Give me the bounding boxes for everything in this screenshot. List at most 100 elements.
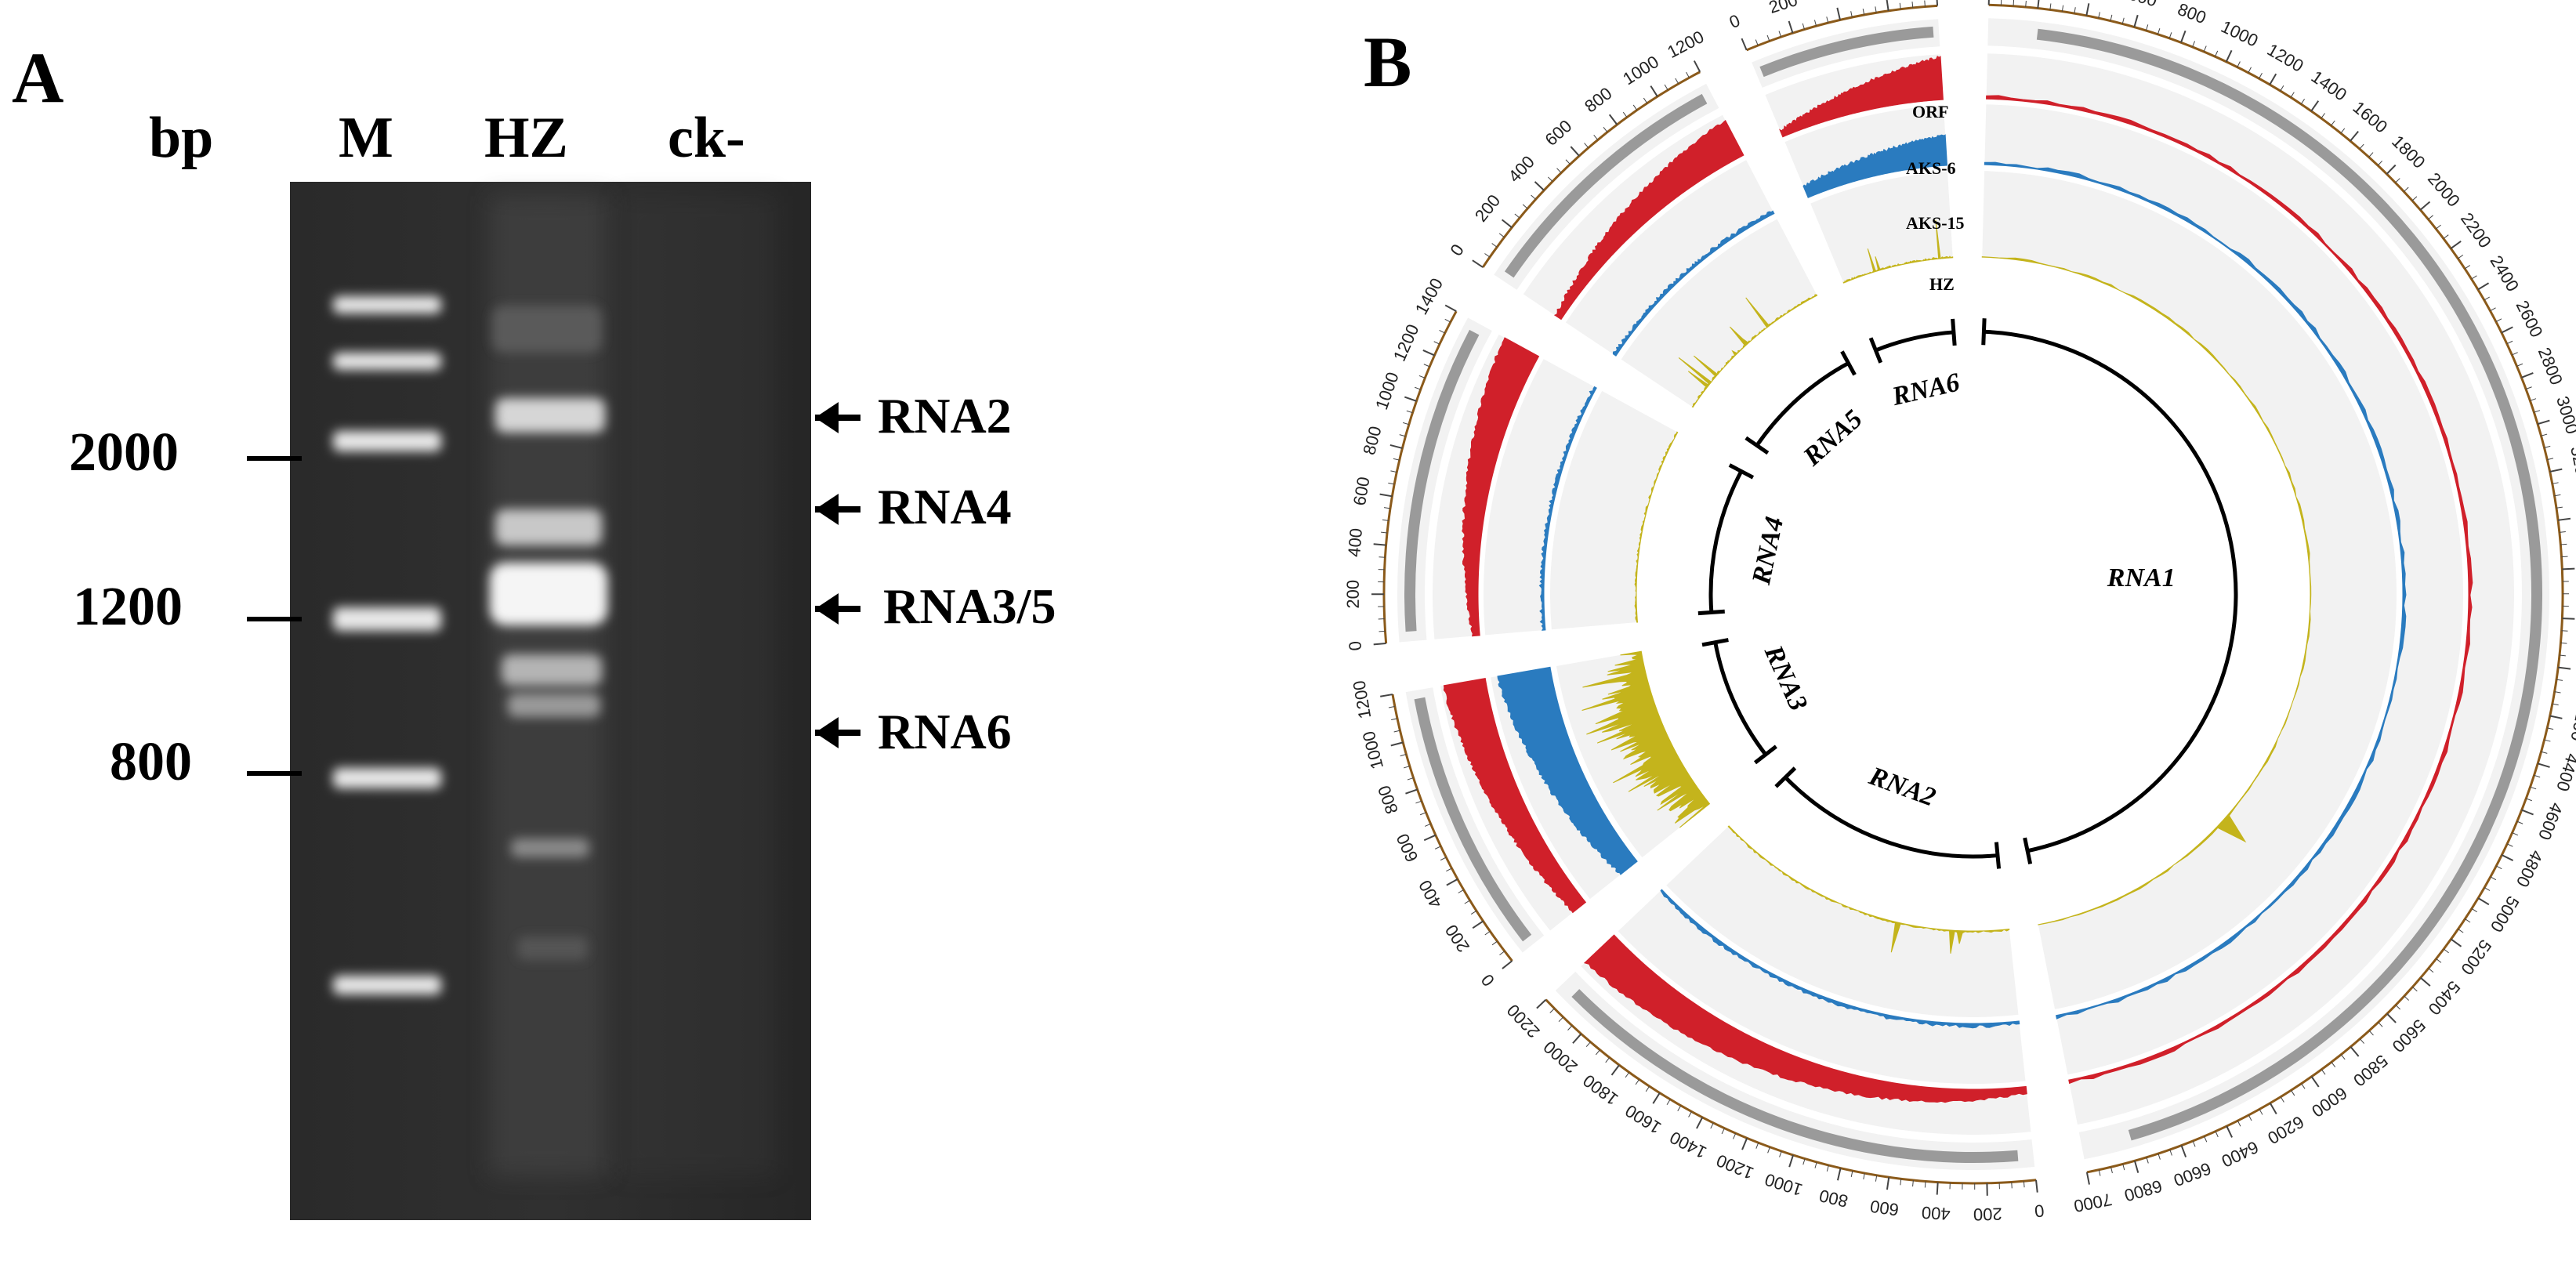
hz-band-rna3-5 — [490, 563, 607, 625]
axis-tick — [2180, 1145, 2187, 1157]
axis-tick — [1741, 1137, 1748, 1150]
axis-tick — [1643, 97, 1648, 103]
panel-b-circos: B 02004006008001000120014001600180020002… — [1343, 0, 2576, 1224]
axis-tick-label: 2400 — [2486, 252, 2523, 295]
axis-tick — [1567, 1025, 1573, 1031]
axis-tick-label: 600 — [1541, 116, 1575, 150]
axis-tick — [2340, 128, 2346, 134]
axis-tick-label: 6400 — [2219, 1137, 2262, 1172]
hz-coverage — [1634, 431, 1679, 623]
axis-tick — [1419, 812, 1426, 816]
axis-tick-label: 5400 — [2424, 977, 2464, 1019]
segment-end-bar — [1840, 350, 1857, 376]
axis-tick — [1767, 1146, 1770, 1154]
axis-tick — [2428, 215, 2433, 220]
segment-arc — [1784, 776, 1998, 859]
axis-tick — [1393, 730, 1400, 733]
axis-tick — [1499, 951, 1505, 955]
axis-tick-label: 1200 — [1664, 27, 1707, 62]
segment-end-bar — [2023, 837, 2033, 864]
track-label-orf: ORF — [1912, 102, 1948, 121]
axis-tick — [2541, 751, 2548, 754]
axis-tick-label: 800 — [1359, 424, 1385, 457]
segment-end-bar — [1994, 842, 2002, 869]
axis-tick — [2237, 61, 2241, 67]
hz-bands — [490, 306, 607, 960]
axis-tick — [2534, 774, 2541, 778]
axis-tick — [2280, 1096, 2284, 1103]
axis-tick — [2562, 618, 2575, 620]
axis-tick-label: 6800 — [2122, 1176, 2165, 1205]
axis-tick-label: 3000 — [2552, 394, 2576, 436]
marker-band — [333, 431, 441, 451]
axis-tick — [2458, 929, 2464, 933]
axis-tick — [2521, 809, 2534, 816]
axis-tick — [2121, 17, 2125, 24]
unit-label: bp — [149, 106, 213, 170]
axis-tick — [2404, 187, 2409, 192]
axis-tick — [1755, 39, 1759, 46]
axis-tick — [2525, 386, 2532, 389]
band-label-rna2: RNA2 — [878, 388, 1012, 444]
axis-tick — [2484, 296, 2491, 301]
axis-tick — [1779, 1150, 1782, 1157]
axis-tick — [2011, 1182, 2013, 1189]
axis-tick — [2544, 445, 2551, 448]
axis-tick — [1862, 9, 1865, 16]
axis-tick — [2506, 340, 2513, 345]
aks15-coverage — [1660, 889, 2020, 1029]
track-background — [1784, 105, 1947, 198]
orf-bar — [1759, 26, 1934, 78]
hz-band-minor — [511, 839, 589, 857]
track-label-hz: HZ — [1929, 274, 1955, 294]
axis-tick — [2554, 494, 2561, 497]
axis-tick — [1383, 507, 1391, 509]
axis-tick — [2411, 196, 2418, 201]
axis-tick — [1388, 705, 1395, 708]
axis-tick — [1645, 1085, 1650, 1092]
axis-tick-label: 1000 — [1371, 370, 1403, 412]
segment-axis — [1988, 3, 2564, 1174]
axis-tick — [2300, 99, 2306, 105]
axis-tick — [1721, 1128, 1725, 1135]
axis-tick-label: 1200 — [2264, 40, 2307, 76]
axis-tick — [1911, 1, 1914, 9]
band-label-rna3-5: RNA3/5 — [883, 578, 1056, 634]
axis-tick — [1446, 878, 1458, 886]
axis-tick — [1498, 233, 1505, 238]
axis-tick-label: 400 — [1817, 0, 1849, 2]
axis-tick — [1688, 1111, 1692, 1117]
segment-axis — [1746, 4, 1938, 52]
axis-tick — [2259, 73, 2263, 79]
axis-tick — [2301, 1083, 2306, 1089]
axis-tick — [1814, 1161, 1817, 1168]
hz-band-rna4 — [495, 509, 602, 545]
segment-end-bar — [1951, 318, 1957, 346]
axis-tick-label: 5200 — [2457, 936, 2495, 978]
marker-band — [333, 768, 441, 788]
segment-label-rna2: RNA2 — [1864, 761, 1939, 812]
axis-tick — [1415, 386, 1421, 390]
axis-tick-label: 800 — [1817, 1186, 1850, 1212]
lane-label-m: M — [339, 106, 393, 170]
marker-band — [333, 353, 441, 370]
band-label-rna4: RNA4 — [878, 479, 1012, 534]
axis-tick — [1502, 960, 1513, 969]
track-background — [1984, 104, 2463, 1075]
axis-tick-label: 1200 — [1349, 679, 1375, 720]
axis-tick — [1585, 1041, 1591, 1048]
aks15-coverage — [1497, 666, 1638, 875]
axis-tick-label: 200 — [1343, 580, 1363, 609]
axis-tick-label: 200 — [1441, 921, 1473, 955]
axis-tick-label: 1400 — [1411, 275, 1447, 318]
segment-label-rna4: RNA4 — [1747, 514, 1789, 588]
axis-tick — [2350, 1046, 2360, 1057]
axis-tick-label: 1000 — [2218, 16, 2261, 51]
axis-tick — [2541, 433, 2548, 436]
track-background — [1494, 83, 1719, 290]
arrow-rna2 — [815, 402, 860, 433]
axis-tick — [2215, 50, 2219, 57]
axis-tick-label: 0 — [1726, 10, 1743, 32]
axis-tick — [1470, 910, 1477, 915]
axis-tick — [1400, 754, 1407, 757]
